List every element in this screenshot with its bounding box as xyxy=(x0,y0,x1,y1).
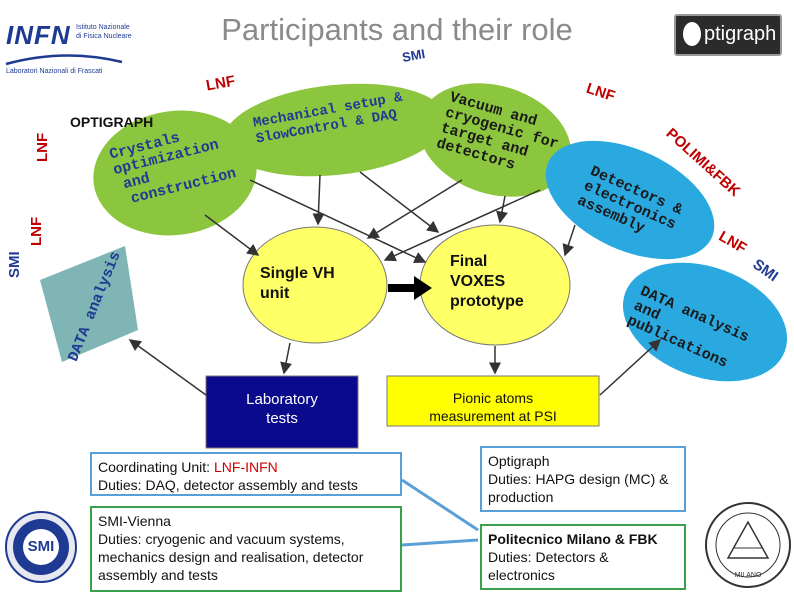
smi-logo: SMI xyxy=(4,510,78,584)
single-vh-line-1: Single VH xyxy=(260,265,335,282)
arrow-crystals-vh xyxy=(204,214,260,256)
crystals-oval xyxy=(93,110,257,236)
arrow-crystals-final xyxy=(249,179,427,263)
polimi-box-duties: Duties: Detectors & electronics xyxy=(488,549,609,583)
data-left-shape xyxy=(40,246,138,362)
arrow-pionic-dataright xyxy=(599,338,662,396)
infn-lab-line: Laboratori Nazionali di Frascati xyxy=(6,68,103,75)
infn-curve-icon xyxy=(5,54,123,66)
final-voxes-text: Final VOXES prototype xyxy=(450,252,524,312)
infn-line2: di Fisica Nucleare xyxy=(76,33,132,40)
lab-tests-text: Laboratory tests xyxy=(206,390,358,428)
polimi-seal-text: MILANO xyxy=(734,572,762,579)
optigraph-o-icon xyxy=(683,22,701,46)
arrow-vacuum-vh xyxy=(366,179,463,239)
infn-logo-text: INFN xyxy=(6,20,71,50)
pionic-text: Pionic atoms measurement at PSI xyxy=(387,389,599,425)
optigraph-logo: ptigraph xyxy=(674,14,782,56)
lab-tests-line-1: Laboratory xyxy=(246,391,318,408)
coordinating-label: Coordinating Unit: xyxy=(98,459,214,475)
connector-smi xyxy=(401,538,479,547)
arrow-vacuum-final xyxy=(496,195,508,224)
optigraph-box-title: Optigraph xyxy=(488,453,550,469)
tag-lnf-vertical2: LNF xyxy=(28,216,45,246)
arrow-detectors-vh xyxy=(383,189,541,262)
coordinating-value: LNF-INFN xyxy=(213,459,278,475)
single-vh-line-2: unit xyxy=(260,285,290,302)
tag-optigraph: OPTIGRAPH xyxy=(70,114,154,130)
arrow-detectors-final xyxy=(562,224,576,257)
smi-vienna-title: SMI-Vienna xyxy=(98,513,171,529)
detectors-oval xyxy=(545,140,715,260)
polimi-seal: MILANO xyxy=(704,500,792,590)
infn-line1: Istituto Nazionale xyxy=(76,24,130,31)
coordinating-box: Coordinating Unit: LNF-INFN Duties: DAQ,… xyxy=(90,452,402,496)
pionic-box xyxy=(386,375,600,427)
arrow-vh-lab xyxy=(280,342,292,375)
final-voxes-line-2: VOXES xyxy=(450,273,506,290)
coordinating-line: Coordinating Unit: LNF-INFN xyxy=(98,458,394,476)
polimi-box-title: Politecnico Milano & FBK xyxy=(488,531,658,547)
single-vh-oval xyxy=(242,226,388,344)
pionic-line-1: Pionic atoms xyxy=(452,390,534,406)
smi-vienna-duties: Duties: cryogenic and vacuum systems, me… xyxy=(98,531,364,583)
arrow-lab-dataleft xyxy=(128,339,207,396)
smi-vienna-box: SMI-Vienna Duties: cryogenic and vacuum … xyxy=(90,506,402,592)
pionic-line-2: measurement at PSI xyxy=(429,408,557,424)
arrow-mech-final xyxy=(359,171,440,233)
coordinating-duties: Duties: DAQ, detector assembly and tests xyxy=(98,477,358,493)
lab-tests-box xyxy=(205,375,359,449)
connector-coordinating xyxy=(401,478,479,532)
mechanical-oval xyxy=(223,83,447,177)
tag-smi-vertical: SMI xyxy=(6,251,23,278)
bold-arrow xyxy=(388,276,432,300)
polimi-box: Politecnico Milano & FBK Duties: Detecto… xyxy=(480,524,686,590)
arrow-mech-vh xyxy=(312,174,325,226)
optigraph-box-duties: Duties: HAPG design (MC) & production xyxy=(488,471,669,505)
infn-logo: INFN Istituto Nazionale di Fisica Nuclea… xyxy=(4,10,132,78)
smi-logo-icon xyxy=(5,511,77,583)
lab-tests-line-2: tests xyxy=(266,410,298,427)
optigraph-logo-text: ptigraph xyxy=(704,23,777,45)
single-vh-text: Single VH unit xyxy=(260,264,335,304)
polimi-seal-icon xyxy=(705,502,791,588)
tag-lnf-vertical: LNF xyxy=(34,132,51,162)
final-voxes-line-3: prototype xyxy=(450,293,524,310)
smi-logo-text: SMI xyxy=(27,538,55,555)
final-voxes-line-1: Final xyxy=(450,253,488,270)
data-right-oval xyxy=(622,262,788,382)
page-title: Participants and their role xyxy=(221,12,573,47)
vacuum-oval xyxy=(418,83,572,197)
optigraph-box: Optigraph Duties: HAPG design (MC) & pro… xyxy=(480,446,686,512)
